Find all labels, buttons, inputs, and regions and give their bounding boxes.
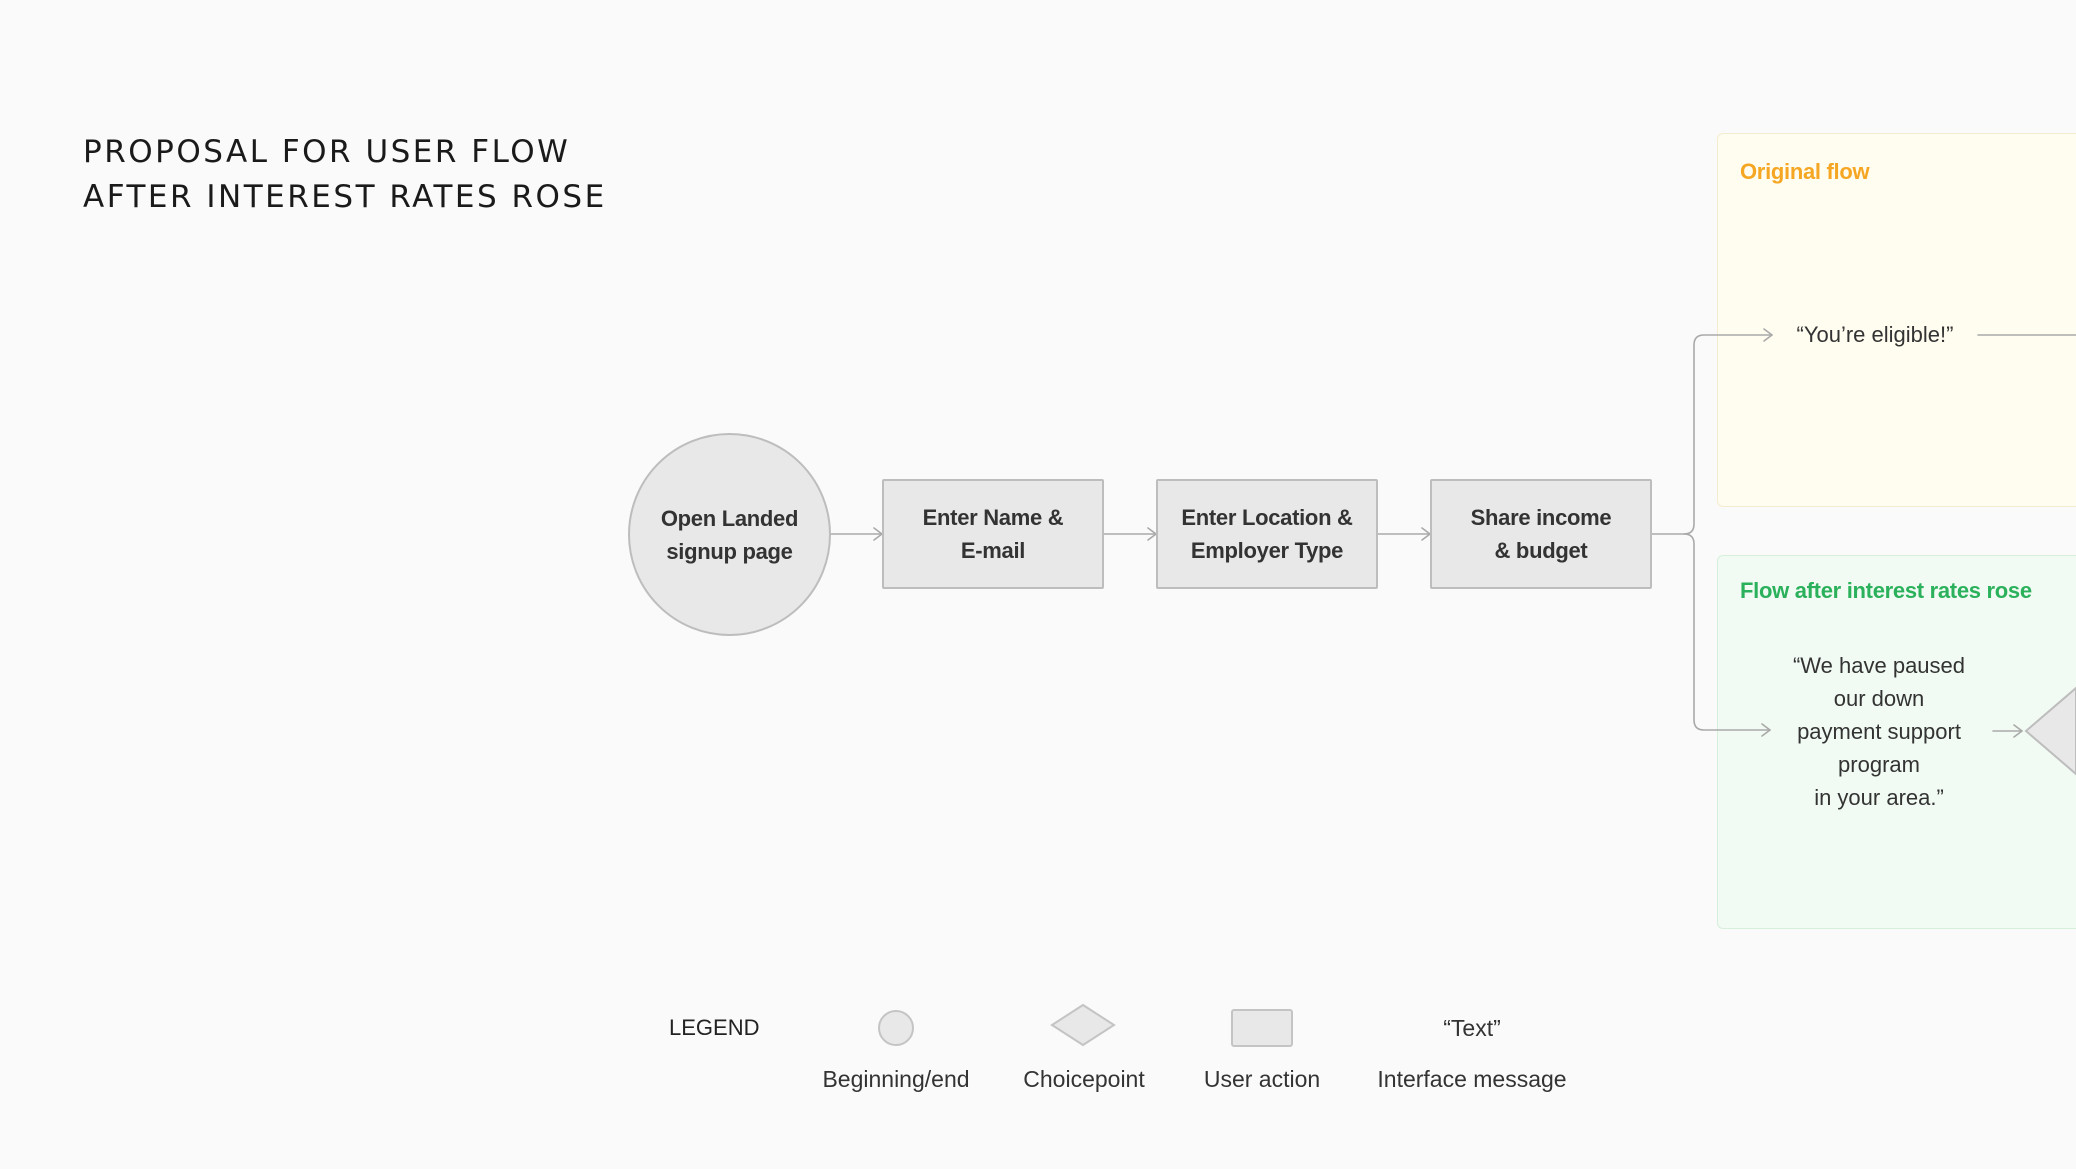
page-title-line-2: AFTER INTEREST RATES ROSE [83,179,607,215]
step-share-income-budget-label: Share income & budget [1470,505,1612,563]
legend-text-sample: “Text” [1443,1015,1501,1041]
step-open-signup-label: Open Landed signup page [660,505,799,564]
arrowhead-new-out [2013,724,2023,738]
page-title: PROPOSAL FOR USER FLOW AFTER INTEREST RA… [83,130,607,220]
legend-rect-icon [1231,1009,1293,1047]
legend-label-user-action: User action [1203,1066,1321,1092]
arrowhead-original [1763,328,1773,342]
original-flow-panel: Original flow [1717,133,2076,507]
legend-label-interface-message: Interface message [1377,1066,1567,1092]
branch-connector-trunk [1651,334,1773,535]
step-share-income-budget: Share income & budget [1430,479,1652,589]
legend-label-choicepoint: Choicepoint [1023,1066,1145,1092]
page-title-line-1: PROPOSAL FOR USER FLOW [83,134,571,170]
branch-connector-new [1683,533,1771,731]
new-flow-label: Flow after interest rates rose [1740,578,2032,603]
legend-circle-icon [878,1010,914,1046]
new-flow-panel: Flow after interest rates rose [1717,555,2076,929]
legend-label-beginning-end: Beginning/end [822,1066,970,1092]
step-enter-name-email: Enter Name & E-mail [882,479,1104,589]
message-program-paused: “We have paused our down payment support… [1792,653,1966,810]
step-enter-name-email-label: Enter Name & E-mail [922,505,1064,563]
legend-title: LEGEND [669,1015,760,1040]
original-flow-label: Original flow [1740,159,1870,184]
arrowhead-new [1761,723,1771,737]
step-enter-location-employer-label: Enter Location & Employer Type [1181,505,1353,563]
choicepoint-diamond-partial [2024,686,2076,776]
step-enter-location-employer: Enter Location & Employer Type [1156,479,1378,589]
message-eligible: “You’re eligible!” [1796,322,1954,347]
step-open-signup: Open Landed signup page [628,433,831,636]
legend-diamond-icon [1050,1003,1116,1047]
